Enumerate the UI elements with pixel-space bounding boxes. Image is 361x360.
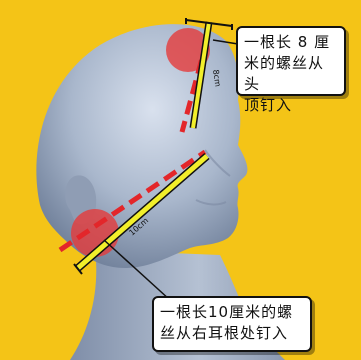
callout-top-line-1: 一根长 8 厘 (244, 32, 338, 53)
callout-top-line-3: 顶钉入 (244, 95, 338, 116)
callout-top: 一根长 8 厘 米的螺丝从头 顶钉入 (236, 26, 346, 96)
callout-bottom: 一根长10厘米的螺 丝从右耳根处钉入 (152, 296, 312, 352)
callout-bottom-line-1: 一根长10厘米的螺 (160, 302, 304, 323)
callout-top-line-2: 米的螺丝从头 (244, 53, 338, 95)
callout-bottom-line-2: 丝从右耳根处钉入 (160, 323, 304, 344)
